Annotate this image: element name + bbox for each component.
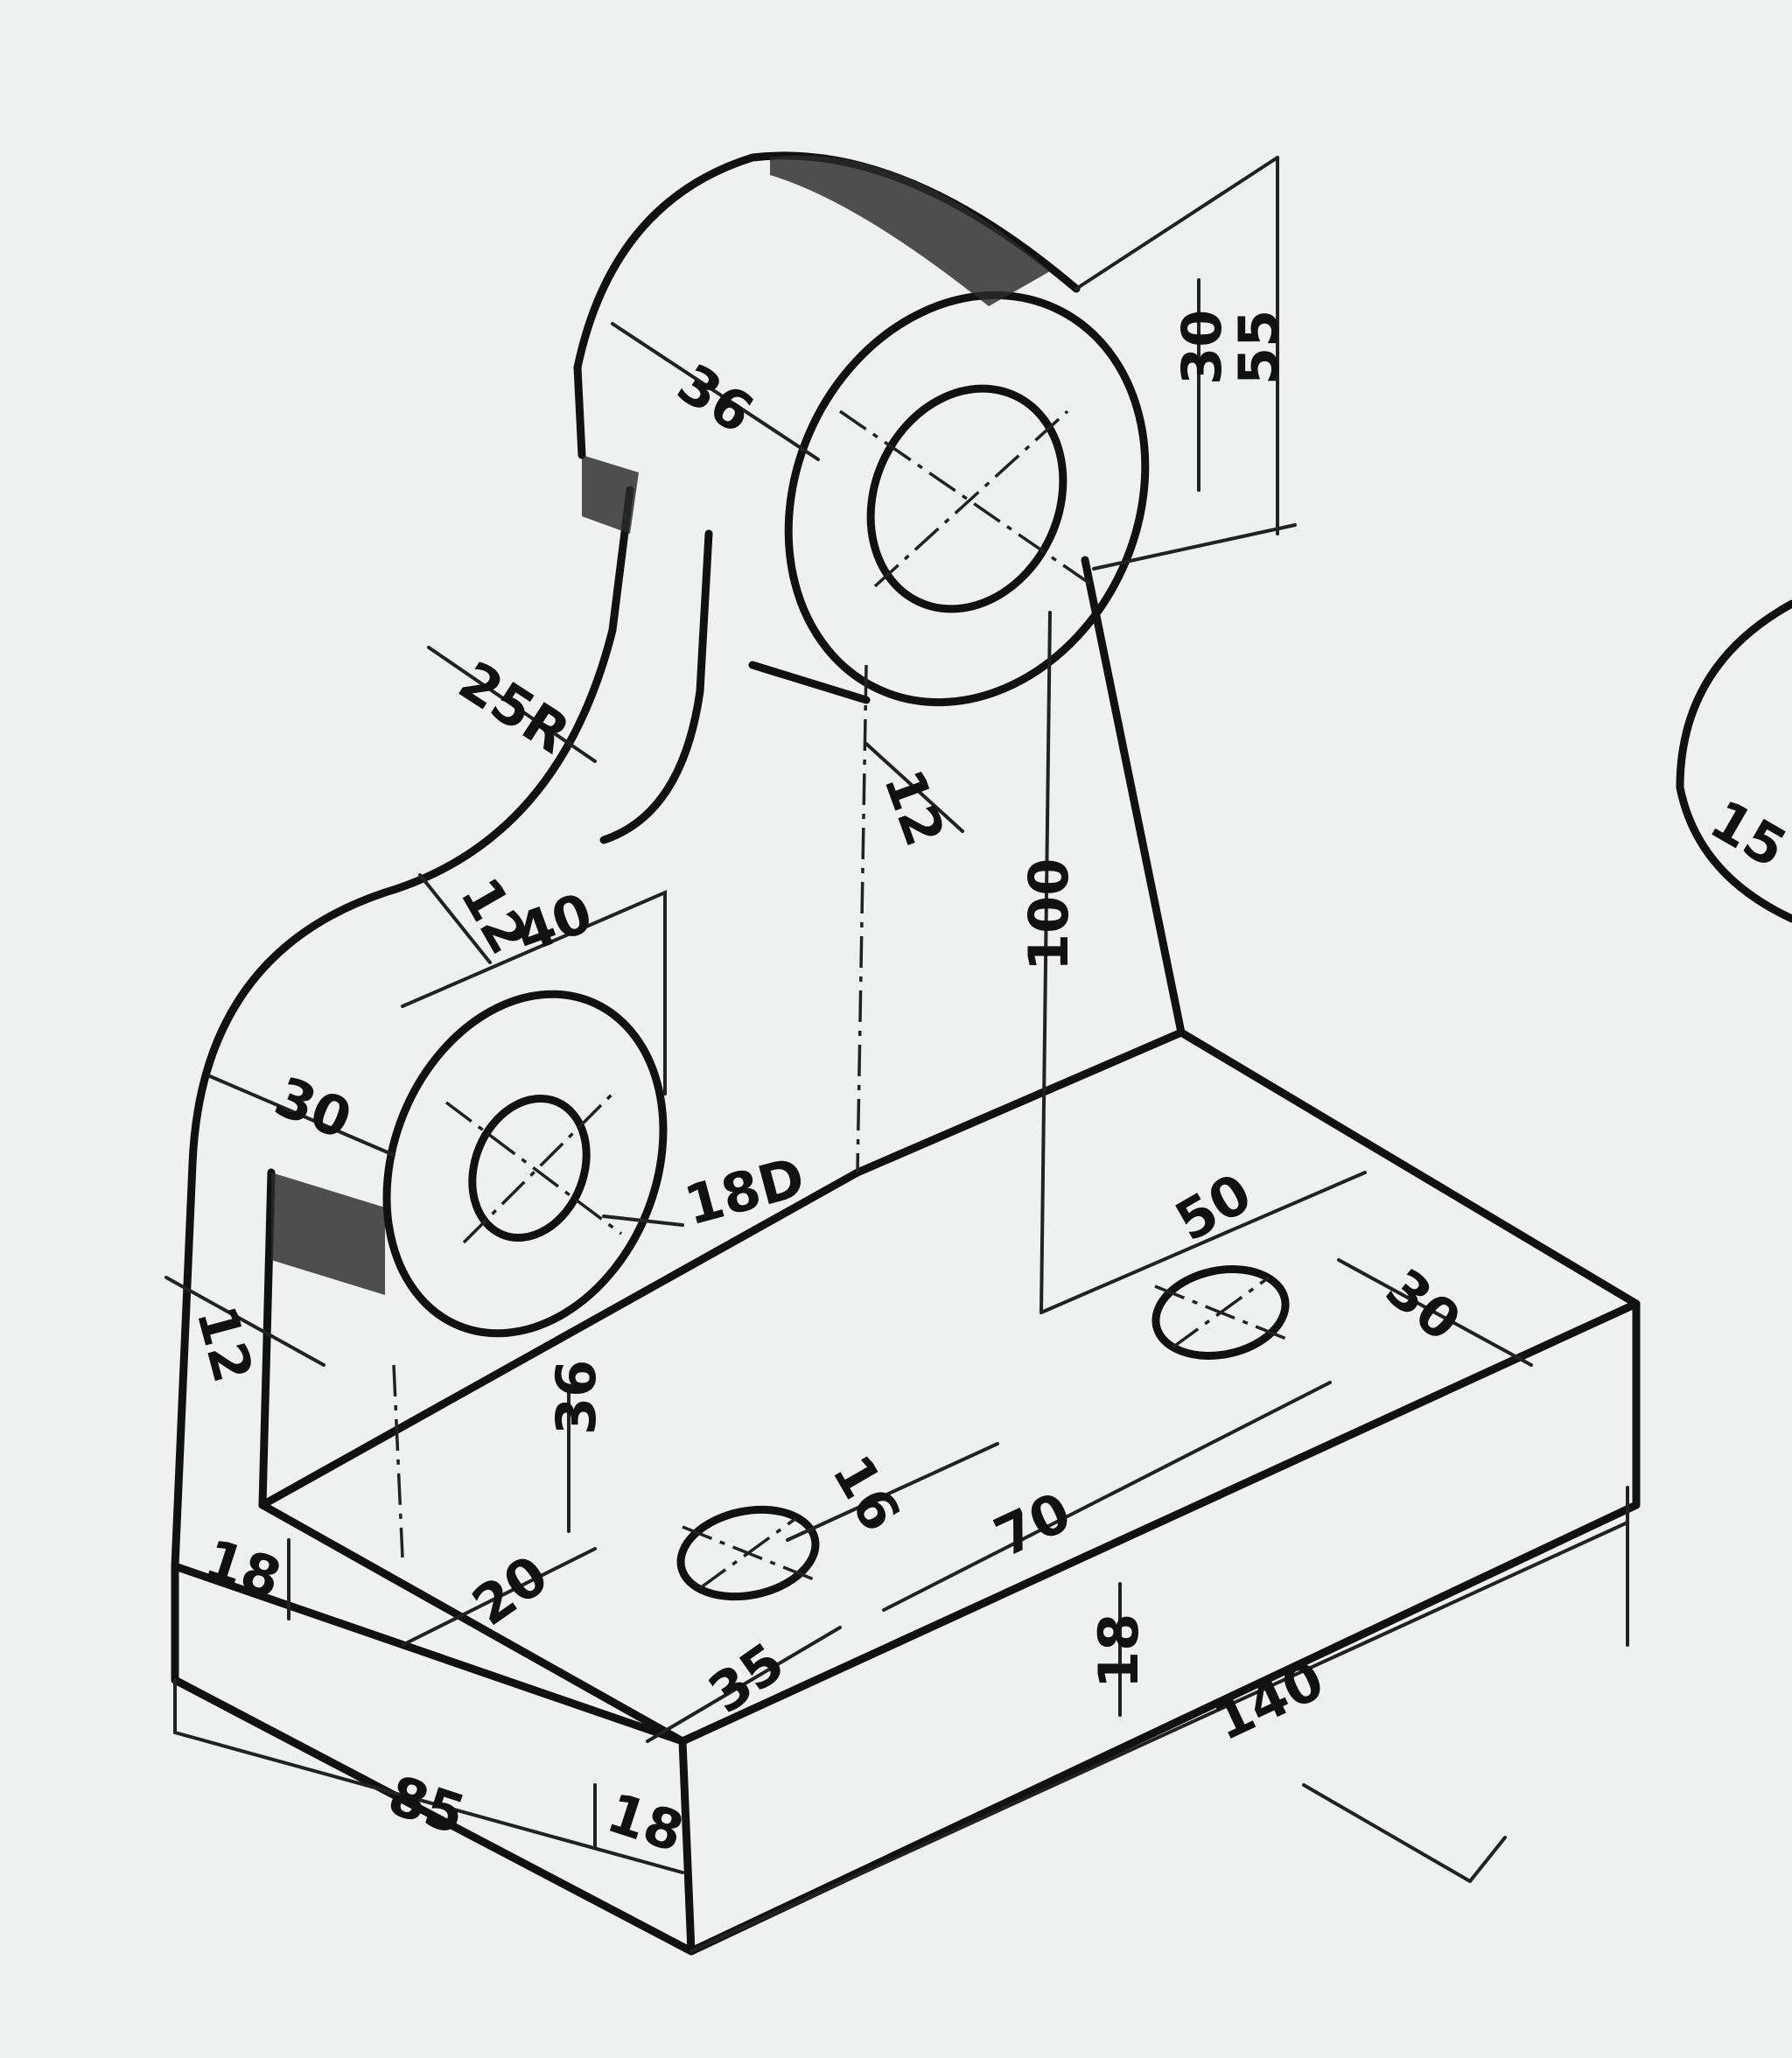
small-boss [382,990,668,1338]
label-100: 100 [1017,858,1081,971]
dim-line-20 [401,1547,597,1647]
dimension-labels: 36 30 55 25R 12 100 12 40 30 18D 12 50 3… [185,310,1792,1865]
label-12-left: 12 [185,1299,266,1389]
base-hole-right [1152,1265,1290,1360]
top-boss-front-face [784,290,1150,707]
inner-web-profile [599,529,713,844]
label-16: 16 [820,1445,913,1542]
left-wall-shading [271,1172,385,1295]
dim-line-70 [882,1381,1332,1612]
dim-line-12-rib [418,873,492,964]
dim-line-16 [786,1442,999,1542]
label-30-bore: 30 [1170,310,1234,385]
label-35: 35 [697,1630,796,1726]
label-30-edge: 30 [1374,1256,1473,1354]
dim-line-55 [1074,156,1297,570]
hole-right-center-b [1171,1276,1270,1349]
hole-left-center-b [698,1516,798,1590]
dim-line-18D [602,1214,684,1227]
left-inner-wall [258,1168,276,1509]
base-hole-left [676,1505,820,1601]
top-boss-shading [770,155,1050,306]
label-30-side: 30 [266,1064,360,1152]
dim-line-35 [646,1626,842,1743]
base-left-top-edge [171,1562,687,1746]
label-36-boss: 36 [544,1360,608,1435]
view-direction-arrow [1302,1783,1507,1883]
base-front-face [678,1299,1641,1956]
label-55: 55 [1227,310,1291,385]
small-boss-center-b [462,1092,614,1244]
dim-line-12-left [164,1276,326,1367]
dimension-lines [164,156,1629,1953]
label-25R: 25R [448,648,581,766]
dim-line-12-web [864,742,964,833]
label-140: 140 [1203,1648,1333,1754]
dim-line-85 [173,1678,684,1874]
small-boss-face [382,990,668,1338]
top-boss [573,151,1150,707]
right-rib-edge [1081,556,1186,1037]
top-boss-bore [866,384,1068,613]
dim-line-36 [611,322,820,461]
label-15-partial: 15 [1700,788,1792,880]
label-36: 36 [667,351,765,445]
small-boss-center-a [444,1101,623,1236]
label-12-web: 12 [872,761,957,854]
dim-line-140 [690,1486,1629,1953]
small-boss-hole [468,1095,591,1242]
left-outer-profile [171,486,634,1571]
base-holes [676,1265,1290,1601]
label-70: 70 [984,1480,1080,1570]
top-boss-center-b [873,410,1069,588]
dim-line-40 [401,889,667,1096]
dim-line-25R [427,646,597,763]
label-50: 50 [1165,1161,1262,1254]
top-boss-back-edge [573,363,586,459]
label-18-base: 18 [1087,1614,1151,1689]
web-shading [582,455,639,534]
dim-line-100 [1040,611,1052,1314]
upright-body [171,455,1186,1571]
dim-line-30-side [208,1074,396,1157]
small-boss-vertical-center [392,1364,404,1558]
dim-line-30-edge [1337,1258,1533,1367]
label-85: 85 [381,1763,472,1847]
base-top-edges [258,1028,1641,1746]
partial-adjacent-view [1676,599,1792,923]
vertical-center-line [856,664,868,1173]
dim-line-50 [1040,1171,1367,1314]
top-boss-lower-edge [748,661,871,704]
label-18D: 18D [678,1144,811,1237]
base-left-face [171,1562,696,1956]
